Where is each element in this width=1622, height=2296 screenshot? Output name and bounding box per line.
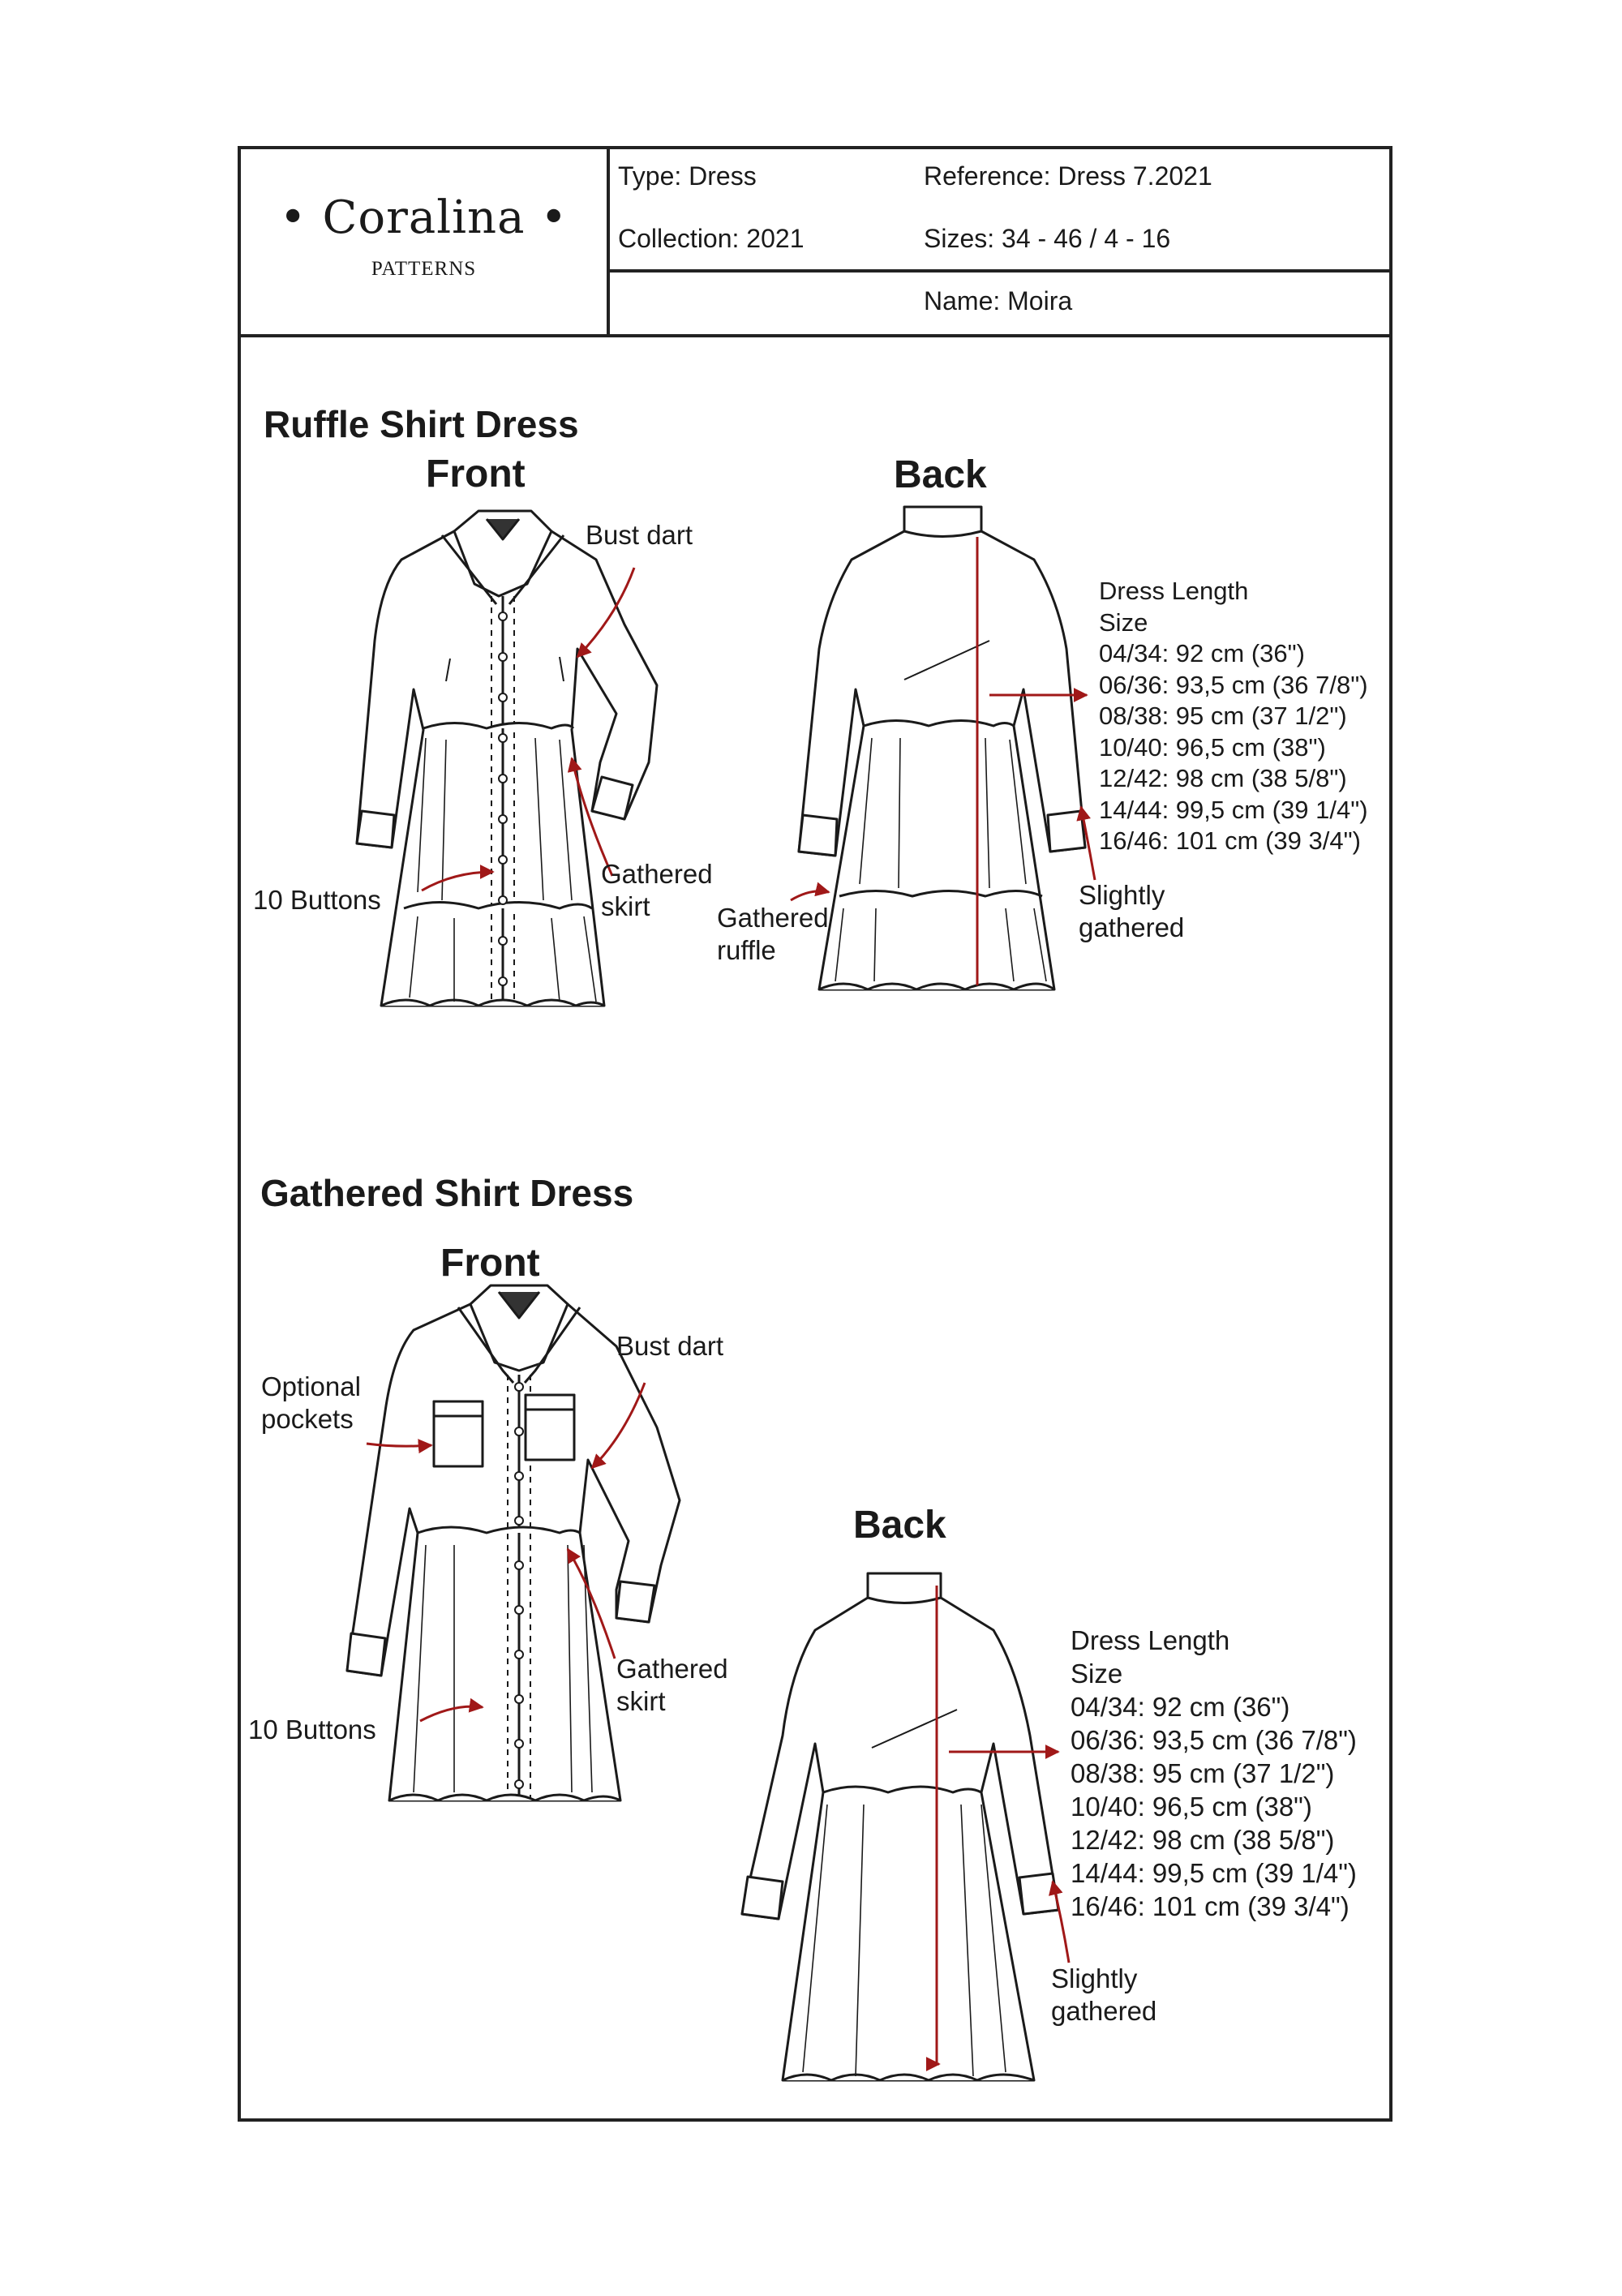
- gathered-skirt-line1: Gathered: [616, 1654, 728, 1684]
- ruffle-length-heading: Dress Length: [1099, 577, 1249, 605]
- ruffle-front-buttons: [498, 612, 508, 986]
- header-block: • Coralina • PATTERNS Type: Dress Collec…: [241, 149, 1389, 337]
- ruffle-gathered-ruffle-line1: Gathered: [717, 903, 829, 933]
- gathered-length-subheading: Size: [1071, 1659, 1123, 1689]
- gathered-pockets-line2: pockets: [261, 1404, 354, 1434]
- brand-logo: • Coralina • PATTERNS: [241, 149, 610, 334]
- gathered-front-buttons: [514, 1382, 524, 1789]
- ruffle-slightly-gathered-label: Slightly gathered: [1079, 879, 1184, 944]
- gathered-length-row: 10/40: 96,5 cm (38"): [1071, 1792, 1312, 1822]
- gathered-slightly-line2: gathered: [1051, 1996, 1157, 2026]
- ruffle-length-row: 12/42: 98 cm (38 5/8"): [1099, 764, 1347, 792]
- gathered-front-dress-sketch: [345, 1284, 681, 1802]
- ruffle-front-dress-sketch: [355, 509, 659, 1007]
- gathered-length-row: 16/46: 101 cm (39 3/4"): [1071, 1891, 1350, 1921]
- brand-name: • Coralina •: [279, 191, 569, 244]
- gathered-slightly-gathered-label: Slightly gathered: [1051, 1963, 1156, 2028]
- ruffle-length-row: 08/38: 95 cm (37 1/2"): [1099, 702, 1347, 730]
- ruffle-gathered-skirt-line2: skirt: [601, 891, 650, 921]
- collection-field: Collection: 2021: [618, 224, 805, 253]
- gathered-front-title: Front: [440, 1242, 540, 1285]
- header-divider: [610, 269, 1389, 273]
- annotation-arrows: [366, 537, 1096, 2071]
- gathered-length-row: 06/36: 93,5 cm (36 7/8"): [1071, 1725, 1357, 1755]
- ruffle-length-row: 14/44: 99,5 cm (39 1/4"): [1099, 795, 1368, 824]
- ruffle-gathered-skirt-line1: Gathered: [601, 859, 713, 889]
- brand-subtitle: PATTERNS: [371, 258, 477, 280]
- ruffle-length-subheading: Size: [1099, 607, 1148, 637]
- ruffle-section-title: Ruffle Shirt Dress: [264, 403, 579, 445]
- ruffle-front-title: Front: [426, 453, 526, 496]
- tech-sheet-frame: • Coralina • PATTERNS Type: Dress Collec…: [238, 146, 1392, 2122]
- ruffle-dress-length-table: Dress Length Size 04/34: 92 cm (36") 06/…: [1099, 576, 1368, 857]
- ruffle-gathered-ruffle-line2: ruffle: [717, 935, 776, 965]
- ruffle-slightly-line1: Slightly: [1079, 880, 1165, 910]
- ruffle-length-row: 10/40: 96,5 cm (38"): [1099, 732, 1326, 762]
- ruffle-gathered-ruffle-label: Gathered ruffle: [717, 902, 829, 967]
- gathered-slightly-line1: Slightly: [1051, 1963, 1138, 1993]
- gathered-skirt-label: Gathered skirt: [616, 1653, 728, 1718]
- gathered-dress-length-table: Dress Length Size 04/34: 92 cm (36") 06/…: [1071, 1624, 1357, 1923]
- gathered-length-row: 04/34: 92 cm (36"): [1071, 1692, 1290, 1722]
- gathered-section-title: Gathered Shirt Dress: [260, 1172, 634, 1214]
- ruffle-bust-dart-label: Bust dart: [586, 520, 693, 550]
- type-field: Type: Dress: [618, 161, 757, 191]
- gathered-length-row: 14/44: 99,5 cm (39 1/4"): [1071, 1858, 1357, 1888]
- gathered-back-title: Back: [853, 1504, 946, 1547]
- name-field: Name: Moira: [924, 286, 1073, 315]
- ruffle-back-dress-sketch: [797, 505, 1087, 991]
- gathered-buttons-label: 10 Buttons: [248, 1714, 376, 1745]
- ruffle-back-title: Back: [894, 453, 987, 496]
- gathered-length-row: 08/38: 95 cm (37 1/2"): [1071, 1758, 1335, 1788]
- gathered-length-row: 12/42: 98 cm (38 5/8"): [1071, 1825, 1335, 1855]
- ruffle-length-row: 04/34: 92 cm (36"): [1099, 639, 1305, 667]
- gathered-back-dress-sketch: [740, 1572, 1060, 2082]
- sizes-field: Sizes: 34 - 46 / 4 - 16: [924, 224, 1171, 253]
- ruffle-buttons-label: 10 Buttons: [253, 885, 381, 915]
- ruffle-length-row: 06/36: 93,5 cm (36 7/8"): [1099, 670, 1368, 699]
- ruffle-length-row: 16/46: 101 cm (39 3/4"): [1099, 826, 1361, 855]
- ruffle-slightly-line2: gathered: [1079, 912, 1185, 942]
- ruffle-gathered-skirt-label: Gathered skirt: [601, 858, 713, 923]
- gathered-skirt-line2: skirt: [616, 1686, 666, 1716]
- gathered-length-heading: Dress Length: [1071, 1625, 1230, 1655]
- reference-field: Reference: Dress 7.2021: [924, 161, 1212, 191]
- gathered-pockets-label: Optional pockets: [261, 1371, 361, 1436]
- gathered-pockets-line1: Optional: [261, 1371, 361, 1401]
- gathered-bust-dart-label: Bust dart: [616, 1331, 724, 1361]
